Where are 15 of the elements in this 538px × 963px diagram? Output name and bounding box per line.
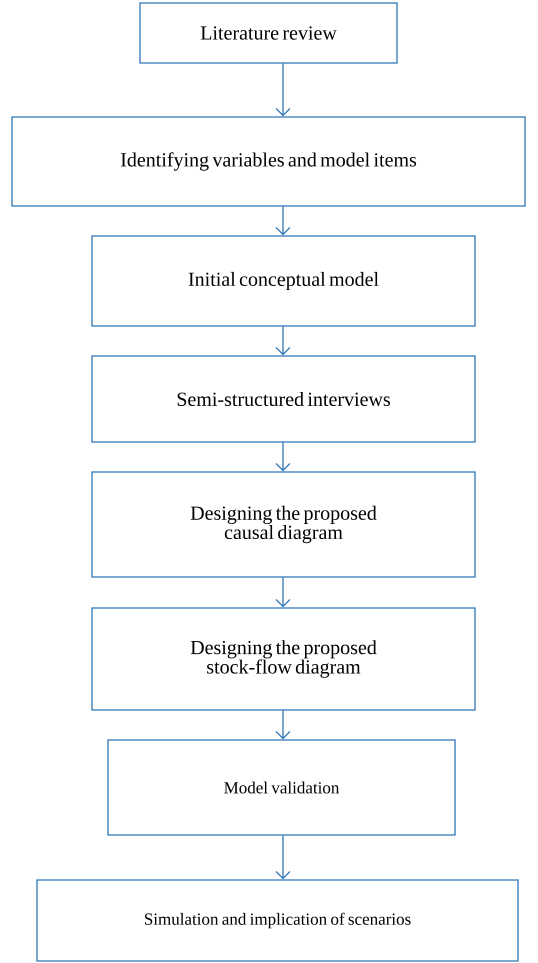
arrow bbox=[276, 326, 290, 356]
process-box: Simulation and implication of scenarios bbox=[36, 879, 519, 962]
arrow bbox=[276, 206, 290, 236]
process-box: Designing the proposed stock-flow diagram bbox=[91, 607, 476, 711]
process-box: Model validation bbox=[107, 739, 456, 836]
arrow bbox=[276, 578, 290, 608]
arrow bbox=[276, 64, 290, 116]
process-box: Initial conceptual model bbox=[91, 235, 476, 327]
arrow bbox=[276, 442, 290, 472]
process-box: Semi-structured interviews bbox=[91, 355, 476, 443]
arrow bbox=[276, 836, 290, 880]
process-box: Designing the proposed causal diagram bbox=[91, 471, 476, 578]
arrow bbox=[276, 710, 290, 740]
process-box: Literature review bbox=[139, 2, 398, 64]
process-box: Identifying variables and model items bbox=[11, 116, 526, 207]
